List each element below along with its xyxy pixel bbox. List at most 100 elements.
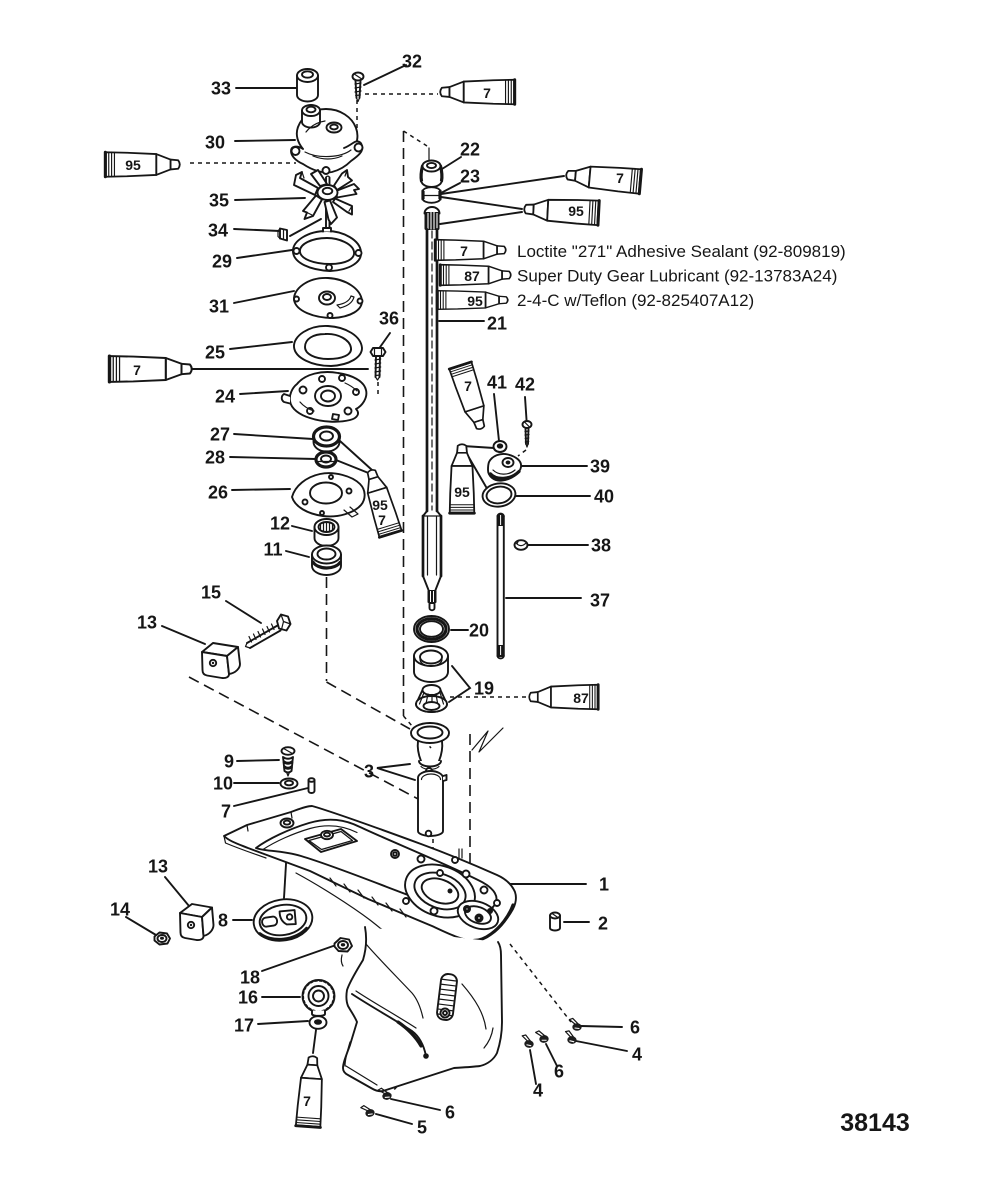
part-7-dowel-pin — [307, 777, 316, 794]
part-40-oring — [481, 482, 517, 508]
note-text: Super Duty Gear Lubricant (92-13783A24) — [517, 267, 837, 286]
part-4-screw — [563, 1029, 578, 1045]
part-28-seal — [314, 450, 338, 469]
tube-label: 95 — [125, 157, 141, 173]
sealant-tube-7-bottom: 7 — [294, 1053, 327, 1129]
tube-label: 95 — [568, 203, 584, 219]
tube-label: 95 — [372, 497, 388, 513]
callout-5: 5 — [417, 1118, 427, 1138]
callout-36: 36 — [379, 309, 399, 329]
tube-label: 7 — [483, 85, 491, 101]
callout-4b: 4 — [533, 1081, 543, 1101]
callout-1: 1 — [599, 875, 609, 895]
part-6-screw — [534, 1029, 550, 1044]
part-22-bushing — [419, 159, 444, 188]
sealant-tube-7-top: 7 — [438, 78, 517, 106]
part-13-anode-upper — [201, 642, 241, 680]
callout-17: 17 — [234, 1016, 254, 1036]
part-27-seal-carrier — [311, 425, 342, 453]
callout-37: 37 — [590, 591, 610, 611]
callout-11: 11 — [263, 540, 282, 560]
callout-12: 12 — [270, 514, 290, 534]
part-20-oring — [413, 615, 450, 643]
callout-40: 40 — [594, 487, 614, 507]
part-19-tapered-bearing — [415, 684, 448, 713]
part-37-shift-shaft — [496, 512, 505, 660]
sealant-tube-7-right: 7 — [563, 161, 643, 196]
callout-14: 14 — [110, 900, 130, 920]
part-3-water-tube-guide — [410, 722, 450, 775]
callout-32: 32 — [402, 52, 422, 72]
part-9-screw — [280, 746, 296, 777]
part-25-gasket — [293, 325, 363, 367]
part-34-impeller-key — [277, 227, 288, 242]
callout-26: 26 — [208, 483, 228, 503]
part-42-screw — [517, 420, 533, 457]
note-row-1: 7 Loctite "271" Adhesive Sealant (92-809… — [433, 238, 846, 262]
part-17-washer — [308, 1015, 328, 1030]
part-32-screw — [351, 71, 365, 103]
note-row-2: 87 Super Duty Gear Lubricant (92-13783A2… — [438, 263, 837, 287]
callout-18: 18 — [240, 968, 260, 988]
callout-23: 23 — [460, 167, 480, 187]
callout-15: 15 — [201, 583, 221, 603]
callout-2: 2 — [598, 914, 608, 934]
callout-8: 8 — [218, 911, 228, 931]
tube-label: 95 — [454, 484, 470, 500]
part-38-clip — [513, 539, 529, 551]
sealant-tube-7-tilted: 7 — [447, 360, 494, 434]
part-5-screw — [359, 1102, 376, 1119]
callout-22: 22 — [460, 140, 480, 160]
part-1-gear-housing — [223, 805, 517, 1093]
part-4-screw — [520, 1033, 535, 1049]
part-33-bushing — [296, 68, 319, 103]
callout-25: 25 — [205, 343, 225, 363]
part-8-intake-plate — [252, 898, 314, 942]
callout-29: 29 — [212, 252, 232, 272]
callout-39: 39 — [590, 457, 610, 477]
part-18-nut — [333, 937, 353, 953]
note-tube-label: 87 — [464, 268, 480, 284]
tube-label: 7 — [464, 378, 472, 394]
callout-16: 16 — [238, 988, 258, 1008]
part-13-anode-lower — [179, 903, 215, 942]
note-tube-label: 7 — [460, 243, 468, 259]
note-text: 2-4-C w/Teflon (92-825407A12) — [517, 291, 754, 310]
part-24-pump-base — [280, 371, 368, 423]
callout-21: 21 — [487, 314, 507, 334]
callout-34: 34 — [208, 221, 228, 241]
callout-31: 31 — [209, 297, 229, 317]
leader-lines — [125, 64, 628, 1125]
callout-38: 38 — [591, 536, 611, 556]
callout-10: 10 — [213, 774, 233, 794]
part-15-bolt — [244, 613, 292, 649]
callout-13b: 13 — [148, 857, 168, 877]
callout-24: 24 — [215, 387, 235, 407]
tube-label: 87 — [573, 690, 589, 706]
note-row-3: 95 2-4-C w/Teflon (92-825407A12) — [435, 289, 754, 311]
part-30-water-pump-body — [290, 104, 364, 175]
notes-legend: 7 Loctite "271" Adhesive Sealant (92-809… — [433, 238, 846, 311]
part-2-plug — [549, 911, 561, 932]
tube-label: 7 — [616, 170, 624, 186]
sealant-tube-95-7-dual: 95 7 — [358, 465, 404, 539]
callout-7: 7 — [221, 802, 231, 822]
sealant-tube-95-right: 95 — [522, 195, 601, 227]
part-39-cam-follower — [487, 453, 523, 482]
note-text: Loctite "271" Adhesive Sealant (92-80981… — [517, 242, 846, 261]
part-31-face-plate — [293, 277, 364, 319]
part-36-screw — [369, 347, 387, 381]
tube-label: 7 — [133, 362, 141, 378]
part-23-nut — [421, 186, 442, 204]
part-11-seal-ring — [311, 544, 342, 576]
part-35-impeller — [293, 169, 360, 234]
callout-3: 3 — [364, 762, 374, 782]
tube-label: 7 — [378, 512, 386, 528]
tube-label: 7 — [303, 1093, 311, 1109]
callouts: 32 33 30 22 23 35 34 29 31 36 21 25 41 4… — [110, 52, 642, 1138]
callout-41: 41 — [487, 373, 507, 393]
callout-6a: 6 — [630, 1018, 640, 1038]
sealant-tube-95-left: 95 — [103, 150, 182, 179]
sealant-tube-7-left: 7 — [107, 354, 369, 384]
